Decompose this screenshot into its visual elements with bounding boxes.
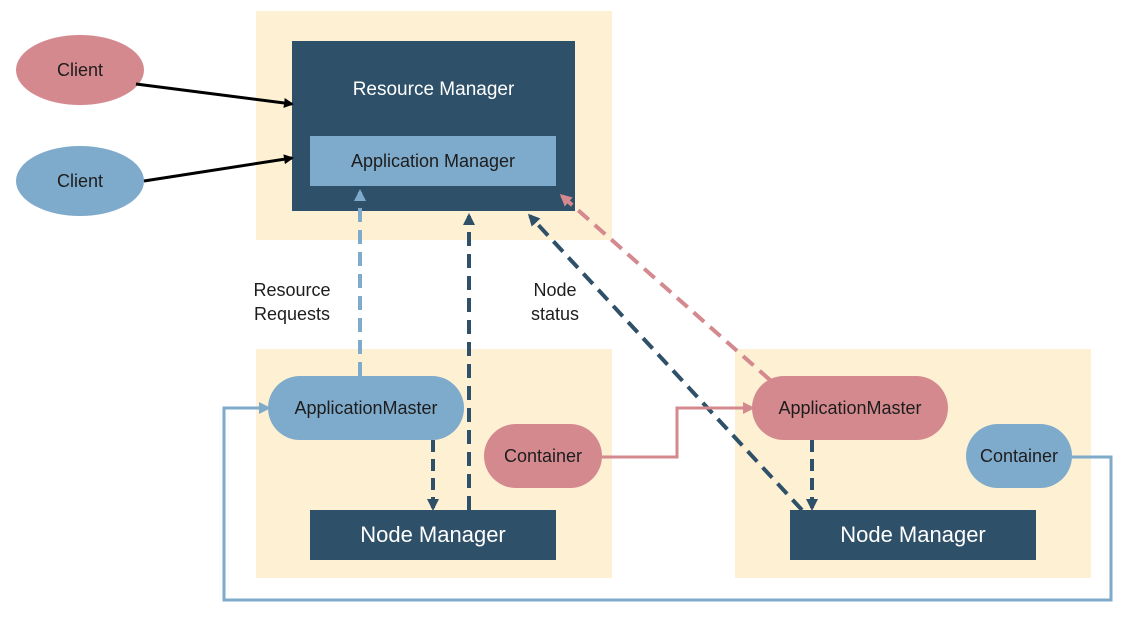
node-manager-left-label: Node Manager bbox=[360, 522, 506, 547]
client-blue-arrow bbox=[143, 154, 294, 183]
node-manager-right-label: Node Manager bbox=[840, 522, 986, 547]
application-master-right: ApplicationMaster bbox=[752, 376, 948, 440]
resource-manager-title: Resource Manager bbox=[352, 79, 515, 100]
container-right: Container bbox=[966, 424, 1072, 488]
container-left-to-am-right-arrow bbox=[602, 402, 755, 459]
node-status-label: Node status bbox=[530, 280, 580, 324]
container-left: Container bbox=[484, 424, 602, 488]
pink-am-request-arrow bbox=[559, 194, 772, 382]
client-pink-arrow bbox=[135, 82, 294, 108]
container-right-to-am-left-arrow bbox=[222, 402, 1113, 602]
client-blue: Client bbox=[16, 146, 144, 216]
application-master-left-label: ApplicationMaster bbox=[294, 397, 438, 418]
container-left-label: Container bbox=[503, 445, 583, 466]
node-manager-left: Node Manager bbox=[310, 510, 556, 560]
resource-requests-label: Resource Requests bbox=[253, 280, 331, 324]
application-master-right-label: ApplicationMaster bbox=[778, 397, 922, 418]
application-manager-box: Application Manager bbox=[310, 136, 556, 186]
client-pink-label: Client bbox=[56, 59, 104, 80]
client-pink: Client bbox=[16, 35, 144, 105]
container-right-label: Container bbox=[979, 445, 1059, 466]
node-status-right-arrow bbox=[527, 213, 804, 512]
application-master-left: ApplicationMaster bbox=[268, 376, 464, 440]
node-manager-right: Node Manager bbox=[790, 510, 1036, 560]
application-manager-label: Application Manager bbox=[350, 150, 516, 171]
client-blue-label: Client bbox=[56, 170, 104, 191]
